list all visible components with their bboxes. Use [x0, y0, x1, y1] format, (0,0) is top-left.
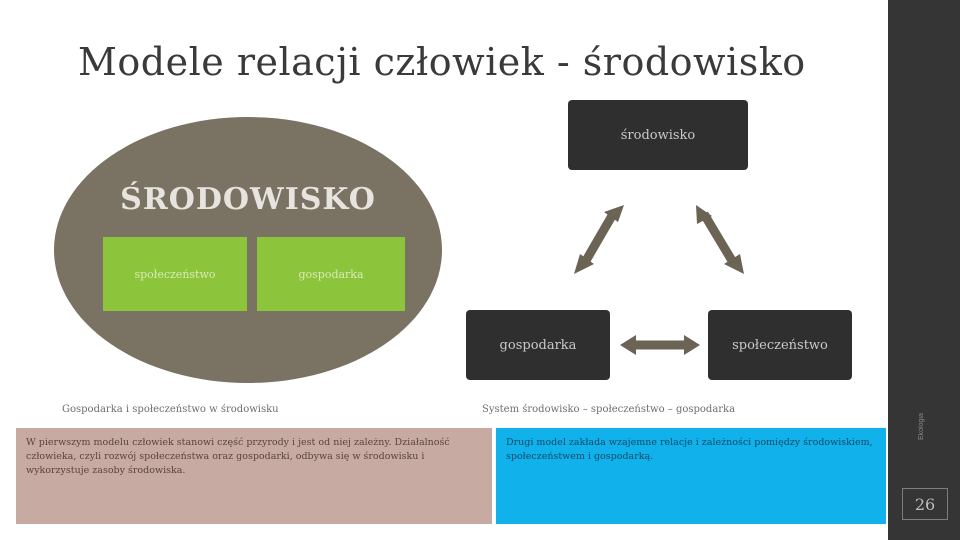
arrowhead-env-econ-top — [604, 205, 624, 222]
left-model-caption: Gospodarka i społeczeństwo w środowisku — [62, 404, 279, 415]
economy-box: gospodarka — [257, 237, 405, 311]
left-description-box: W pierwszym modelu człowiek stanowi częś… — [16, 428, 492, 524]
relation-arrows — [574, 205, 744, 355]
arrow-environment-society — [700, 211, 738, 267]
right-description-box: Drugi model zakłada wzajemne relacje i z… — [496, 428, 886, 524]
arrowhead-env-econ-bottom — [574, 254, 594, 274]
sidebar-bar — [888, 0, 960, 540]
arrowhead-econ-soc-left — [620, 335, 636, 355]
society-box: społeczeństwo — [103, 237, 247, 311]
arrowhead-env-soc-bottom — [724, 254, 744, 274]
node-economy: gospodarka — [466, 310, 610, 380]
arrowhead-econ-soc-right — [684, 335, 700, 355]
arrow-environment-economy — [580, 211, 617, 267]
slide-title: Modele relacji człowiek - środowisko — [78, 40, 806, 84]
node-environment: środowisko — [568, 100, 748, 170]
arrowhead-env-soc-top — [696, 205, 712, 224]
sidebar-vertical-text: Ekologia — [918, 413, 925, 440]
node-society: społeczeństwo — [708, 310, 852, 380]
environment-heading: ŚRODOWISKO — [120, 182, 376, 217]
page-number: 26 — [902, 488, 948, 520]
right-model-caption: System środowisko – społeczeństwo – gosp… — [482, 404, 736, 415]
